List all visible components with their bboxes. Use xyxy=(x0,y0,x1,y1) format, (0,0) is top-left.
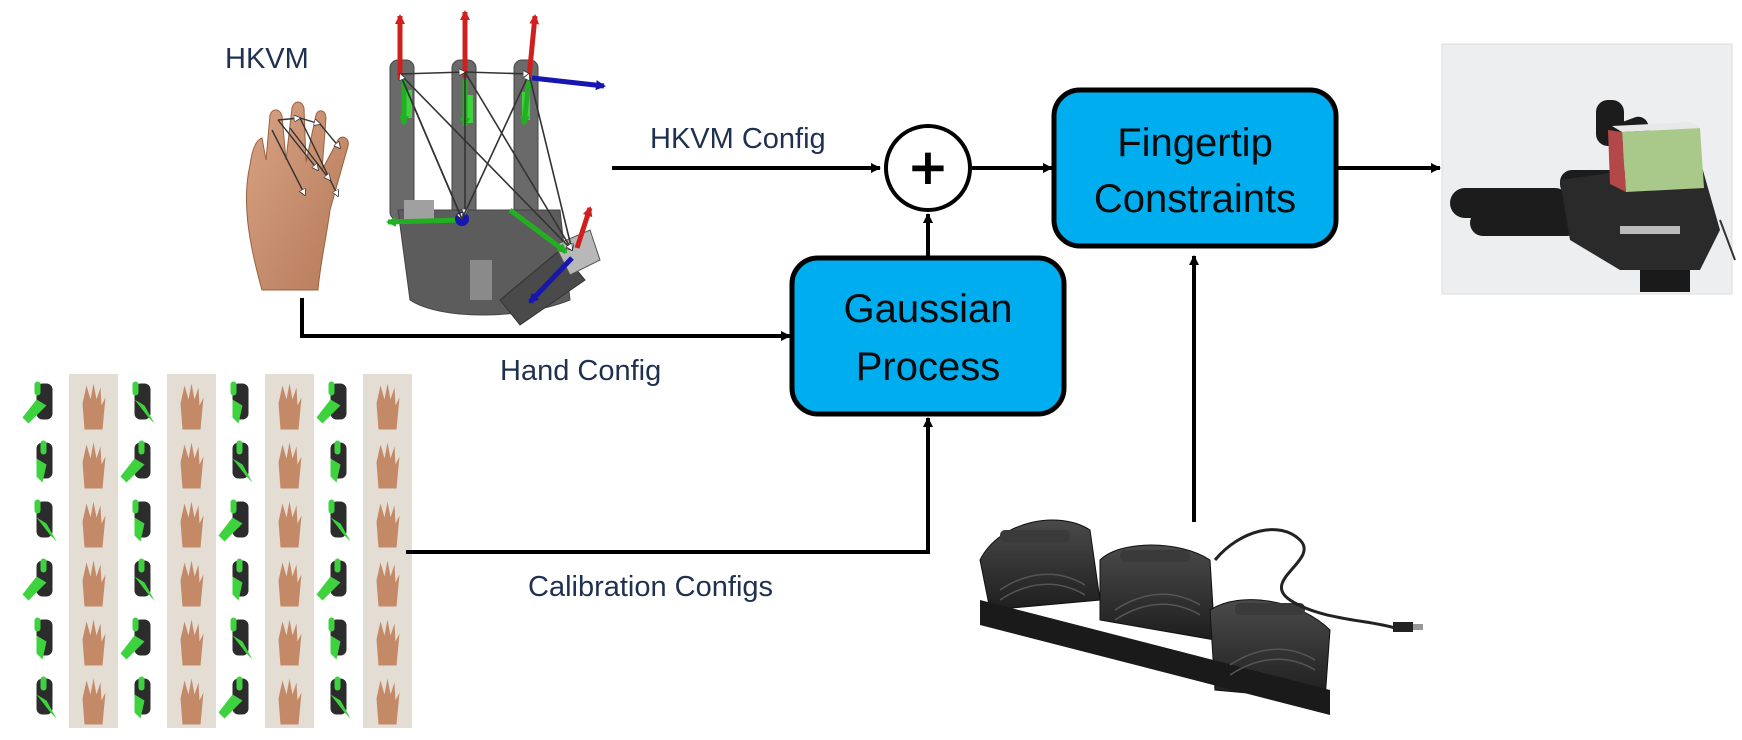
calibration-poses-grid xyxy=(20,374,412,728)
calibration-thumbnail xyxy=(363,492,412,551)
calibration-thumbnail xyxy=(167,433,216,492)
calibration-thumbnail xyxy=(265,669,314,728)
robot-hand-icon xyxy=(386,10,606,326)
cube xyxy=(1608,122,1704,192)
fingertip-constraints-line1: Fingertip xyxy=(1117,121,1273,165)
calibration-thumbnail xyxy=(167,551,216,610)
calibration-thumbnail xyxy=(20,610,69,669)
calibration-thumbnail xyxy=(265,610,314,669)
calibration-thumbnail xyxy=(216,492,265,551)
fingertip-constraints-line2: Constraints xyxy=(1094,177,1296,221)
calibration-thumbnail xyxy=(167,610,216,669)
calibration-thumbnail xyxy=(265,433,314,492)
calibration-thumbnail xyxy=(363,669,412,728)
calibration-configs-label: Calibration Configs xyxy=(528,571,773,603)
gaussian-process-line1: Gaussian xyxy=(844,287,1013,331)
foot-pedal-photo xyxy=(979,519,1423,715)
calibration-thumbnail xyxy=(314,374,363,433)
calibration-thumbnail xyxy=(265,374,314,433)
calibration-thumbnail xyxy=(69,551,118,610)
calibration-thumbnail xyxy=(167,374,216,433)
calibration-thumbnail xyxy=(265,492,314,551)
hkvm-label: HKVM xyxy=(225,43,309,75)
calibration-thumbnail xyxy=(216,374,265,433)
human-hand-icon xyxy=(245,101,349,291)
calibration-thumbnail xyxy=(216,610,265,669)
calibration-thumbnail xyxy=(265,551,314,610)
calibration-thumbnail xyxy=(69,669,118,728)
calibration-thumbnail xyxy=(167,669,216,728)
hand-config-arrow xyxy=(300,298,791,341)
calibration-thumbnail xyxy=(314,669,363,728)
calibration-thumbnail xyxy=(216,433,265,492)
gaussian-process-line2: Process xyxy=(856,345,1001,389)
calibration-thumbnail xyxy=(314,492,363,551)
calibration-thumbnail xyxy=(363,433,412,492)
sum-node: + xyxy=(884,124,972,212)
calibration-thumbnail xyxy=(20,669,69,728)
calibration-thumbnail xyxy=(69,610,118,669)
calibration-thumbnail xyxy=(118,610,167,669)
robot-hand-photo xyxy=(1441,43,1736,295)
calibration-thumbnail xyxy=(69,433,118,492)
gaussian-process-box: Gaussian Process xyxy=(789,255,1067,417)
calibration-thumbnail xyxy=(20,433,69,492)
calibration-thumbnail xyxy=(363,610,412,669)
calibration-thumbnail xyxy=(118,551,167,610)
calibration-thumbnail xyxy=(216,551,265,610)
calibration-thumbnail xyxy=(314,433,363,492)
calibration-thumbnail xyxy=(118,492,167,551)
hkvm-config-label: HKVM Config xyxy=(650,123,826,155)
calibration-thumbnail xyxy=(69,492,118,551)
calibration-thumbnail xyxy=(363,551,412,610)
calibration-thumbnail xyxy=(118,374,167,433)
calibration-thumbnail xyxy=(69,374,118,433)
calibration-thumbnail xyxy=(363,374,412,433)
calibration-thumbnail xyxy=(216,669,265,728)
calibration-configs-arrow xyxy=(406,417,933,554)
calibration-thumbnail xyxy=(314,610,363,669)
calibration-thumbnail xyxy=(20,492,69,551)
calibration-thumbnail xyxy=(20,374,69,433)
calibration-thumbnail xyxy=(314,551,363,610)
calibration-thumbnail xyxy=(118,433,167,492)
calibration-thumbnail xyxy=(20,551,69,610)
calibration-thumbnail xyxy=(118,669,167,728)
sum-symbol: + xyxy=(907,138,949,196)
fingertip-constraints-box: Fingertip Constraints xyxy=(1051,87,1339,249)
calibration-thumbnail xyxy=(167,492,216,551)
hand-config-label: Hand Config xyxy=(500,355,661,387)
